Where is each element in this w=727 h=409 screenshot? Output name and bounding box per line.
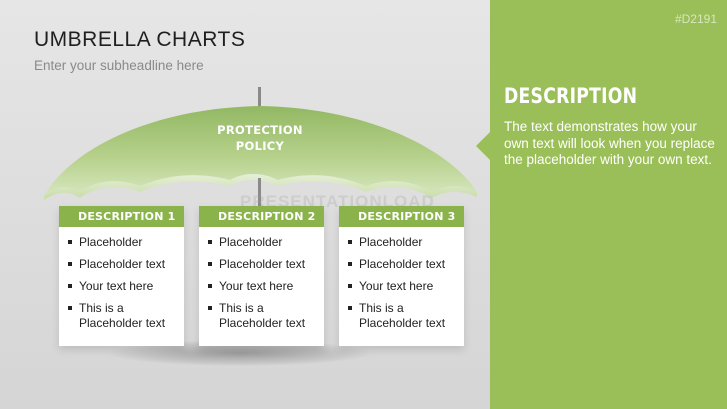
list-item: Placeholder text [348,257,464,272]
list-item: Your text here [348,279,464,294]
umbrella-graphic [44,87,477,210]
list-item: Placeholder [208,235,324,250]
slide-title: UMBRELLA CHARTS [34,28,246,51]
slide-id: #D2191 [674,12,717,26]
panel-text: The text demonstrates how your own text … [504,119,715,167]
slide-subtitle: Enter your subheadline here [34,58,204,73]
card-title: DESCRIPTION 2 [199,206,324,227]
panel-title: DESCRIPTION [504,84,638,108]
umbrella-label-line2: POLICY [235,139,285,153]
list-item: Placeholder [348,235,464,250]
card-title: DESCRIPTION 3 [339,206,464,227]
description-card-3: DESCRIPTION 3 Placeholder Placeholder te… [339,206,464,346]
list-item: Placeholder text [208,257,324,272]
umbrella-label-line1: PROTECTION [217,123,303,137]
list-item: This is a Placeholder text [68,301,184,331]
umbrella-label: PROTECTION POLICY [205,122,315,154]
umbrella-shaft [258,178,261,210]
list-item: Placeholder text [68,257,184,272]
umbrella-canopy [44,106,477,196]
description-panel: #D2191 DESCRIPTION The text demonstrates… [490,0,727,409]
card-title: DESCRIPTION 1 [59,206,184,227]
umbrella-tip [258,87,261,109]
card-list: Placeholder Placeholder text Your text h… [339,227,464,331]
panel-pointer [476,132,490,160]
card-list: Placeholder Placeholder text Your text h… [199,227,324,331]
list-item: Your text here [68,279,184,294]
description-card-2: DESCRIPTION 2 Placeholder Placeholder te… [199,206,324,346]
description-card-1: DESCRIPTION 1 Placeholder Placeholder te… [59,206,184,346]
list-item: Your text here [208,279,324,294]
list-item: This is a Placeholder text [348,301,464,331]
list-item: This is a Placeholder text [208,301,324,331]
list-item: Placeholder [68,235,184,250]
card-list: Placeholder Placeholder text Your text h… [59,227,184,331]
